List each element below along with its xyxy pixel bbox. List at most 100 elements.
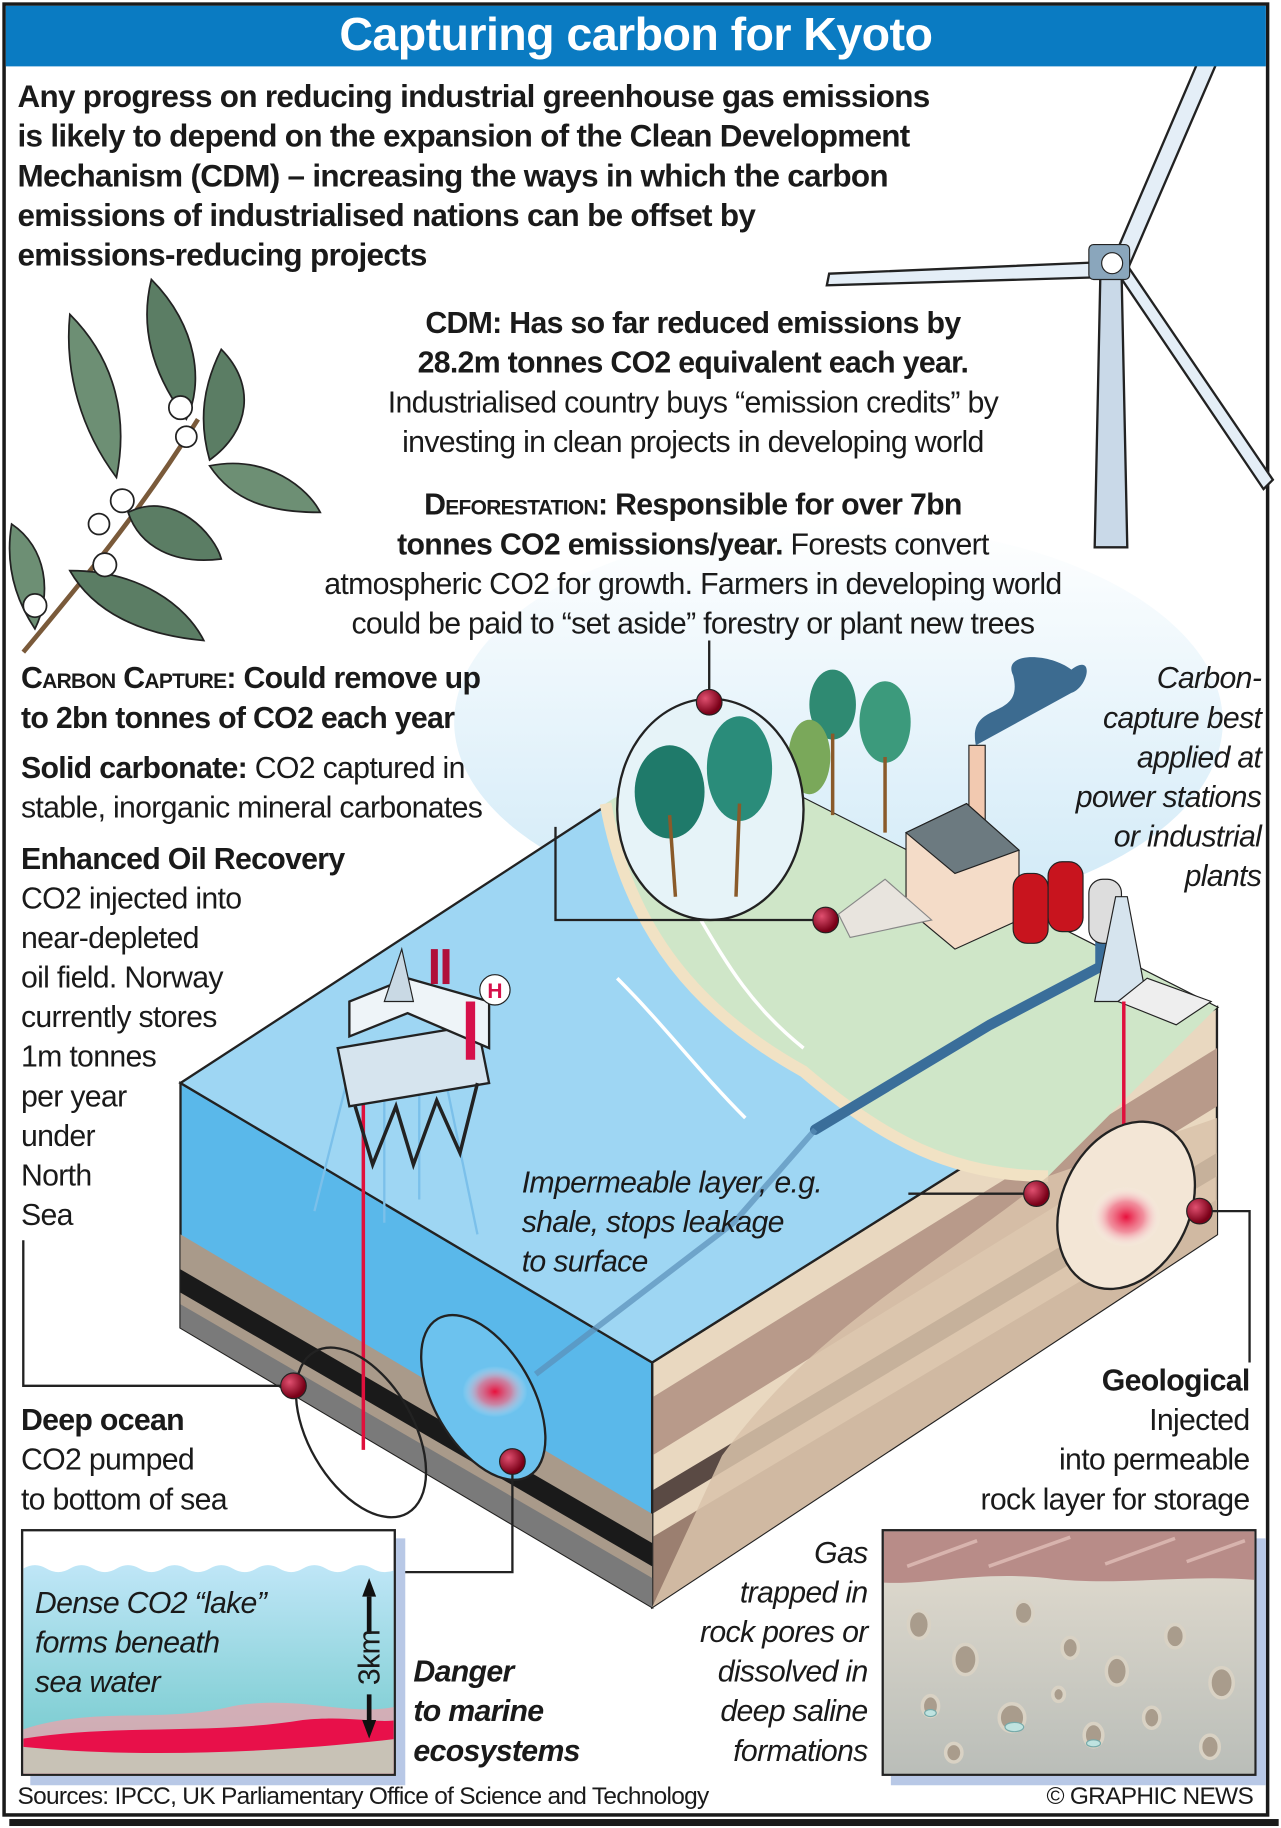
impermeable-line: shale, stops leakage [521,1204,785,1240]
solid-carbonate-text: CO2 captured in [254,749,466,785]
note-line: plants [1184,858,1262,894]
eor-line: oil field. Norway [20,959,224,995]
solid-carbonate-heading: Solid carbonate: [20,749,248,785]
eor-line: CO2 injected into [20,880,242,916]
intro-text: Any progress on reducing industrial gree… [17,77,930,275]
deforestation-bold: tonnes CO2 emissions/year. [397,526,783,562]
pin-icon [1023,1180,1050,1208]
cdm-heading: 28.2m tonnes CO2 equivalent each year. [417,344,969,380]
pin-icon [812,906,840,934]
cdm-block: CDM: Has so far reduced emissions by 28.… [285,303,1100,461]
co2-plume-geological [1091,1186,1162,1248]
depth-label: 3km [351,1629,387,1686]
pin-icon [695,688,723,716]
leader-lines [22,640,1251,1574]
carbon-capture-bold: to 2bn tonnes of CO2 each year [20,699,455,735]
pin-icon [1186,1197,1213,1225]
danger-label: Danger to marine ecosystems [413,1651,580,1770]
eor-line: Sea [20,1197,73,1233]
note-line: Carbon- [1156,660,1262,696]
note-line: or industrial [1113,818,1262,854]
intro-line: Mechanism (CDM) – increasing the ways in… [17,158,888,194]
deforestation-text: atmospheric CO2 for growth. Farmers in d… [324,565,1062,601]
gas-trapped-label: Gas trapped in rock pores or dissolved i… [635,1533,868,1771]
rock-pores-inset [881,1529,1257,1776]
lake-inset-illustration [23,1565,394,1774]
eor-line: 1m tonnes [20,1038,157,1074]
pin-icon [280,1372,307,1400]
intro-line: emissions-reducing projects [17,237,427,273]
note-line: capture best [1102,699,1262,735]
intro-line: is likely to depend on the expansion of … [17,118,910,154]
note-line: applied at [1136,739,1262,775]
pipeline-underground [533,1127,818,1377]
injection-rig [1093,896,1213,1223]
rock-pores-illustration [883,1531,1255,1774]
carbon-capture-bold: Could remove up [243,660,481,696]
lake-text: Dense CO2 “lake” forms beneath sea water [34,1583,267,1702]
gas-line: trapped in [739,1574,868,1610]
deep-ocean-block: Deep ocean CO2 pumped to bottom of sea [20,1400,228,1519]
pin-icon [499,1448,526,1475]
cdm-text: Industrialised country buys “emission cr… [387,384,999,420]
oil-platform: H [313,946,511,1450]
eor-line: near-depleted [20,919,199,955]
oil-field-callout-circle [294,1346,428,1519]
deforestation-text: could be paid to “set aside” forestry or… [351,605,1035,641]
frame-shadow [9,1819,1279,1827]
geological-line: Injected [1149,1402,1250,1438]
carbon-capture-note: Carbon- capture best applied at power st… [967,658,1262,896]
deforestation-text: Forests convert [790,526,990,562]
geological-line: into permeable [1059,1441,1250,1477]
impermeable-layer-label: Impermeable layer, e.g. shale, stops lea… [521,1162,823,1281]
eor-line: per year [20,1078,127,1114]
carbon-capture-heading: Carbon Capture: [20,660,236,696]
lake-line: Dense CO2 “lake” [34,1584,267,1620]
page-title: Capturing carbon for Kyoto [5,5,1266,67]
danger-line: to marine [413,1693,544,1729]
danger-line: ecosystems [413,1732,580,1768]
impermeable-line: to surface [521,1243,649,1279]
gas-line: deep saline [720,1693,868,1729]
intro-line: emissions of industrialised nations can … [17,197,756,233]
deforestation-block: Deforestation: Responsible for over 7bn … [227,484,1159,642]
solid-carbonate-text: stable, inorganic mineral carbonates [20,789,483,825]
eor-line: currently stores [20,999,217,1035]
geological-line: rock layer for storage [980,1481,1251,1517]
cdm-text: investing in clean projects in developin… [402,423,984,459]
co2-lake-inset: Dense CO2 “lake” forms beneath sea water… [20,1529,396,1776]
lake-line: sea water [34,1664,161,1700]
gas-line: dissolved in [717,1653,869,1689]
cdm-heading: CDM: Has so far reduced emissions by [425,305,961,341]
gas-line: Gas [814,1534,868,1570]
eor-line: North [20,1157,92,1193]
deep-ocean-line: to bottom of sea [20,1481,228,1517]
beach [599,802,1049,1183]
eor-block: Enhanced Oil Recovery CO2 injected into … [21,838,345,1234]
forest-callout-trees [634,716,773,897]
eor-line: under [20,1117,96,1153]
danger-line: Danger [413,1653,514,1689]
solid-carbonate-block: Solid carbonate: CO2 captured in stable,… [20,748,483,827]
wind-turbine [825,7,1275,549]
deforestation-heading: Deforestation: [424,486,608,522]
co2-plume-ocean [462,1366,528,1418]
eor-heading: Enhanced Oil Recovery [20,840,345,876]
geological-block: Geological Injected into permeable rock … [885,1360,1251,1518]
sources: Sources: IPCC, UK Parliamentary Office o… [17,1782,709,1810]
callout-pins [280,688,1213,1475]
deep-ocean-line: CO2 pumped [20,1441,195,1477]
credit: © GRAPHIC NEWS [1046,1782,1254,1810]
note-line: power stations [1075,779,1262,815]
carbon-capture-block: Carbon Capture: Could remove up to 2bn t… [20,658,481,737]
intro-line: Any progress on reducing industrial gree… [17,79,930,115]
eucalyptus-branch-illustration [8,277,322,654]
impermeable-line: Impermeable layer, e.g. [521,1164,823,1200]
geological-heading: Geological [1101,1362,1251,1398]
gas-line: rock pores or [699,1614,868,1650]
deforestation-bold: Responsible for over 7bn [615,486,962,522]
helipad-label: H [487,980,502,1003]
